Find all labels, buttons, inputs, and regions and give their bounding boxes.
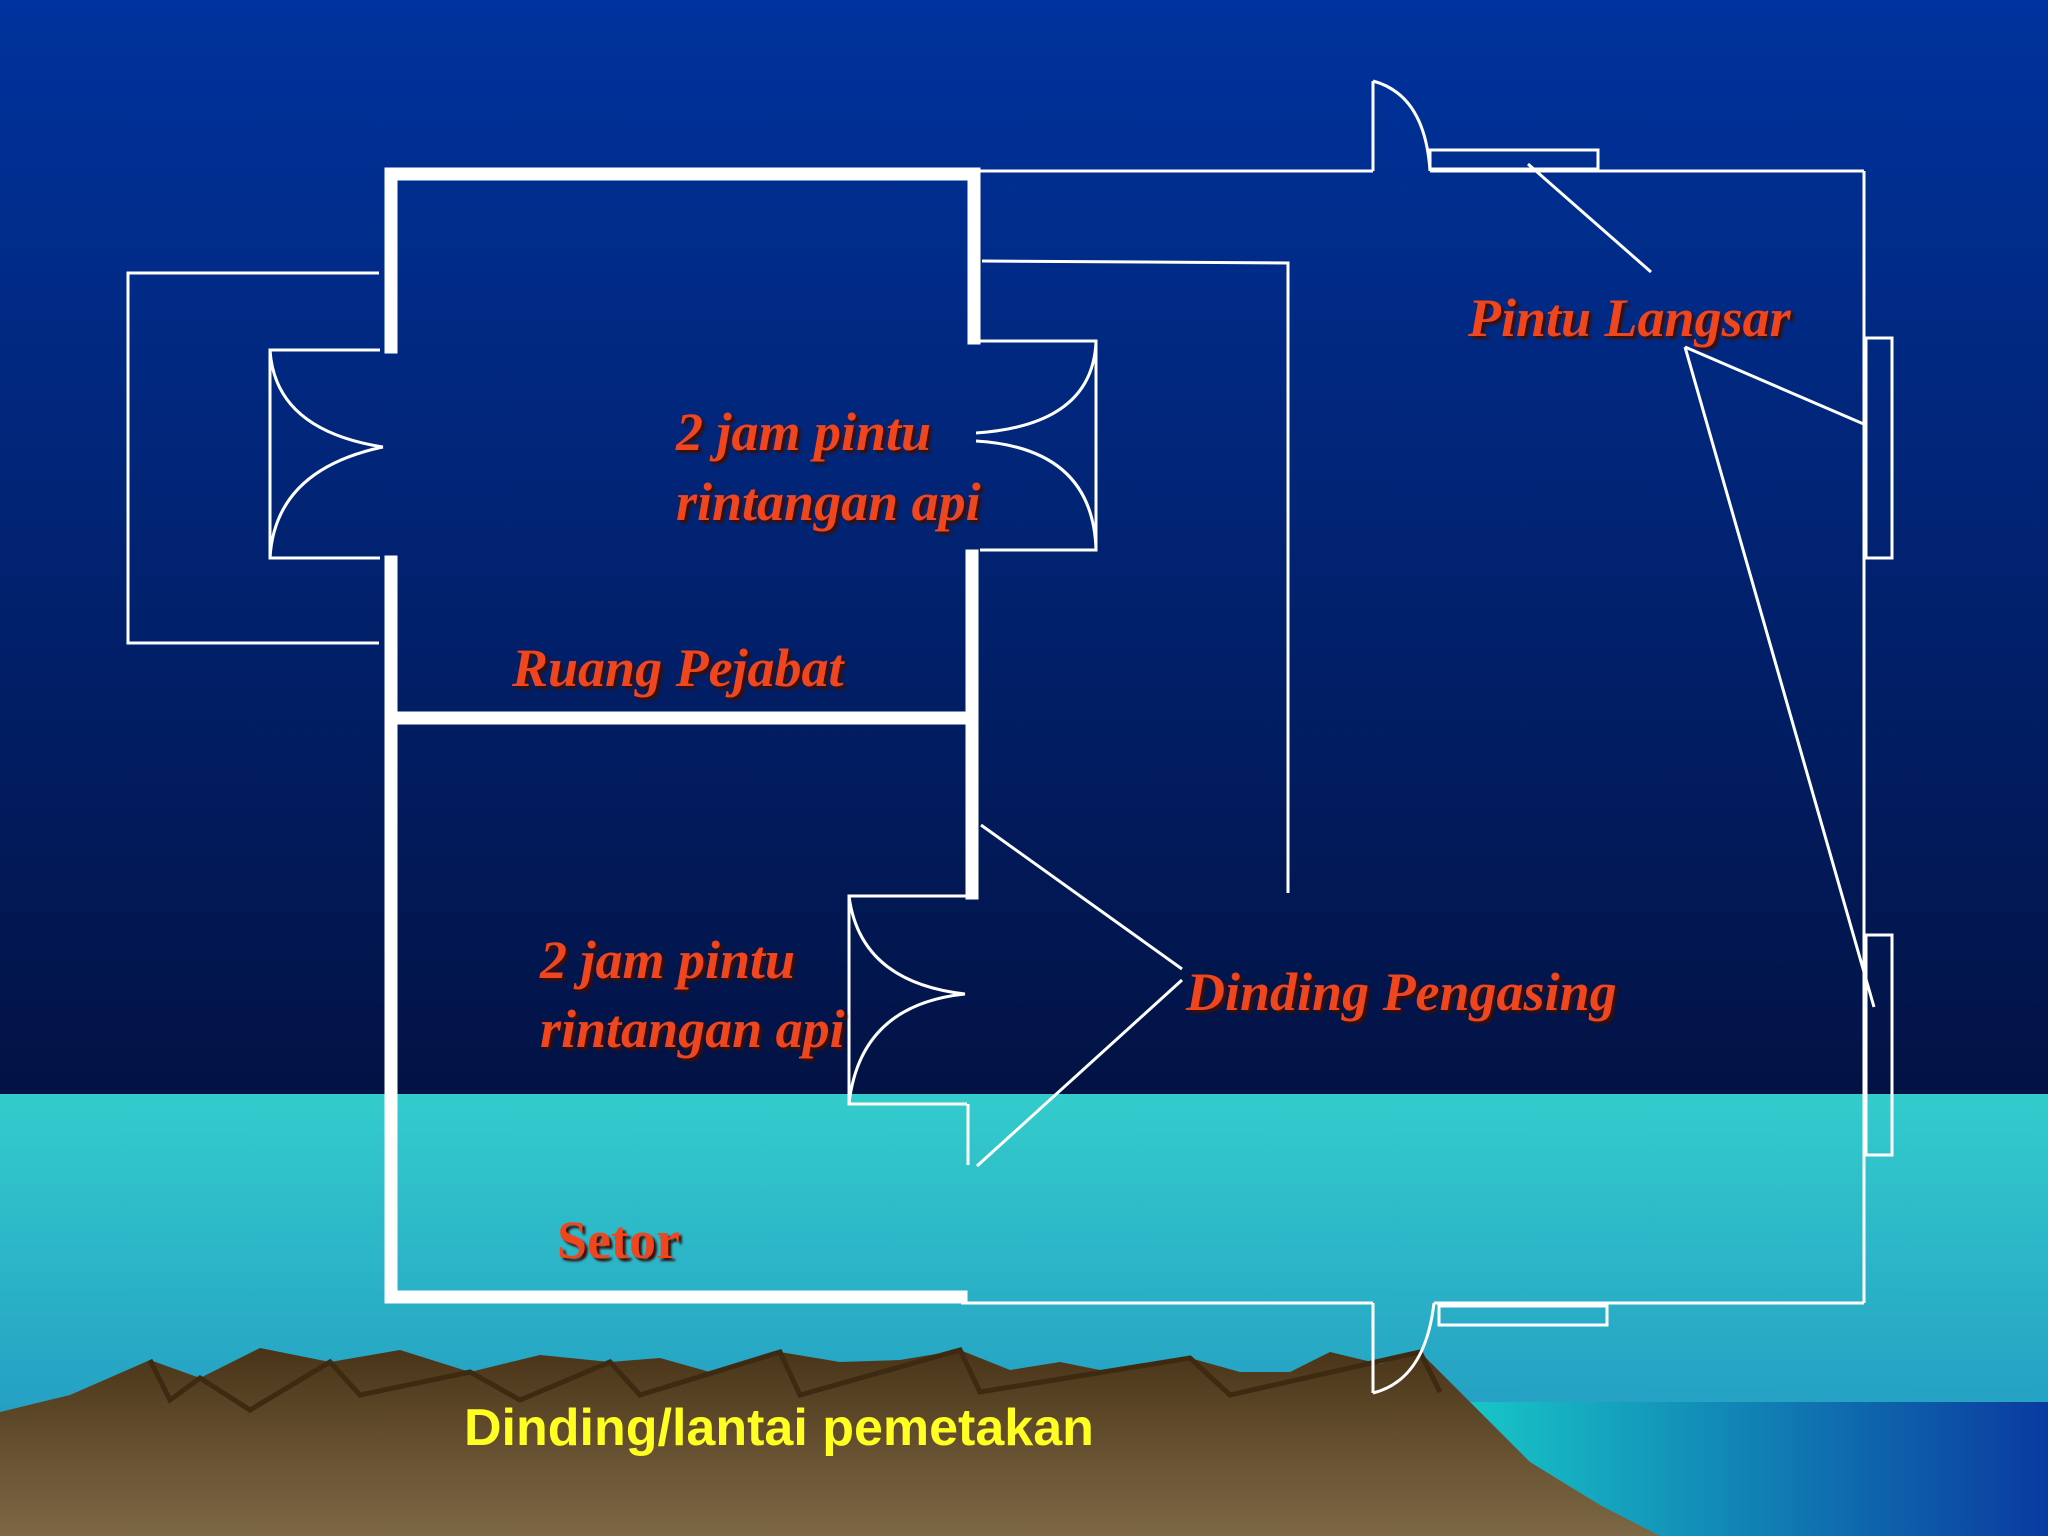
caption-dinding-lantai-pemetakan: Dinding/lantai pemetakan	[464, 1399, 1094, 1457]
thick-fire-walls	[384, 167, 981, 1304]
thin-walls	[126, 81, 1866, 1393]
label-pintu-langsar: Pintu Langsar	[1468, 288, 1791, 348]
label-ruang-pejabat: Ruang Pejabat	[512, 638, 844, 698]
window-bottom	[1437, 1304, 1609, 1327]
label-setor: Setor	[557, 1210, 680, 1270]
label-fire-door-lower-line1: 2 jam pintu	[540, 930, 796, 990]
fire-door-upper-bottom-leaf	[975, 439, 1098, 551]
fire-door-lower-bottom-leaf	[847, 992, 966, 1105]
fire-door-upper-top-leaf	[975, 340, 1098, 435]
mountain-range	[0, 1348, 1660, 1536]
label-fire-door-upper-line2: rintangan api	[676, 472, 981, 532]
left-double-door-lower	[268, 445, 384, 559]
entrance-door-top	[1372, 79, 1432, 172]
label-fire-door-upper-line1: 2 jam pintu	[676, 402, 932, 462]
label-dinding-pengasing: Dinding Pengasing	[1186, 962, 1617, 1022]
label-fire-door-lower-line2: rintangan api	[540, 999, 845, 1059]
door-swings	[268, 79, 1436, 1395]
window-right-upper	[1864, 336, 1894, 560]
entrance-door-bottom	[1372, 1302, 1436, 1395]
mountain-ridge-shading	[147, 1347, 1443, 1413]
fire-door-lower-top-leaf	[847, 895, 966, 996]
sky-background	[0, 0, 2048, 1094]
window-right-lower	[1864, 933, 1894, 1157]
leader-lines	[975, 162, 1876, 1168]
left-double-door-upper	[268, 349, 384, 449]
